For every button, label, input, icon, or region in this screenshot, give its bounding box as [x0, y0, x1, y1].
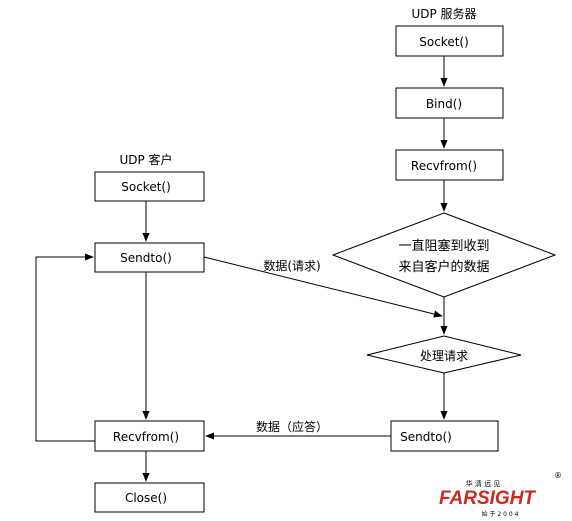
server-sendto-node: Sendto(): [390, 420, 499, 452]
client-sendto-label: Sendto(): [120, 251, 172, 265]
server-recvfrom-label: Recvfrom(): [411, 159, 477, 173]
logo-top-text: 华 清 远 见: [466, 479, 501, 488]
server-socket-label: Socket(): [419, 35, 469, 49]
server-bind-node: Bind(): [395, 87, 504, 119]
server-title: UDP 服务器: [411, 6, 476, 21]
logo-brand: FARSIGHT: [439, 488, 536, 509]
server-block-decision: 一直阻塞到收到 来自客户的数据: [331, 212, 557, 298]
server-block-line1: 一直阻塞到收到: [398, 238, 489, 254]
client-close-label: Close(): [125, 491, 167, 505]
server-bind-label: Bind(): [426, 97, 462, 111]
server-block-line2: 来自客户的数据: [398, 259, 489, 275]
client-recvfrom-node: Recvfrom(): [94, 420, 205, 452]
client-close-node: Close(): [94, 482, 205, 513]
client-sendto-node: Sendto(): [94, 242, 205, 273]
client-recvfrom-label: Recvfrom(): [113, 430, 179, 444]
server-process-label: 处理请求: [420, 349, 468, 363]
client-socket-node: Socket(): [94, 171, 205, 202]
farsight-logo: 华 清 远 见 FARSIGHT 始 于 2 0 0 4 ®: [439, 471, 562, 518]
client-loop-back-arrow: [35, 253, 95, 442]
request-data-label: 数据(请求): [263, 258, 320, 273]
request-data-arrow: [203, 256, 443, 318]
client-title: UDP 客户: [119, 152, 172, 167]
server-socket-node: Socket(): [395, 25, 504, 57]
reply-data-label: 数据（应答）: [256, 419, 328, 434]
server-recvfrom-node: Recvfrom(): [395, 149, 504, 181]
client-socket-label: Socket(): [121, 180, 171, 194]
logo-registered-mark: ®: [554, 471, 562, 480]
server-sendto-label: Sendto(): [400, 430, 452, 444]
server-process-decision: 处理请求: [366, 335, 522, 374]
logo-sub-text: 始 于 2 0 0 4: [482, 510, 519, 518]
